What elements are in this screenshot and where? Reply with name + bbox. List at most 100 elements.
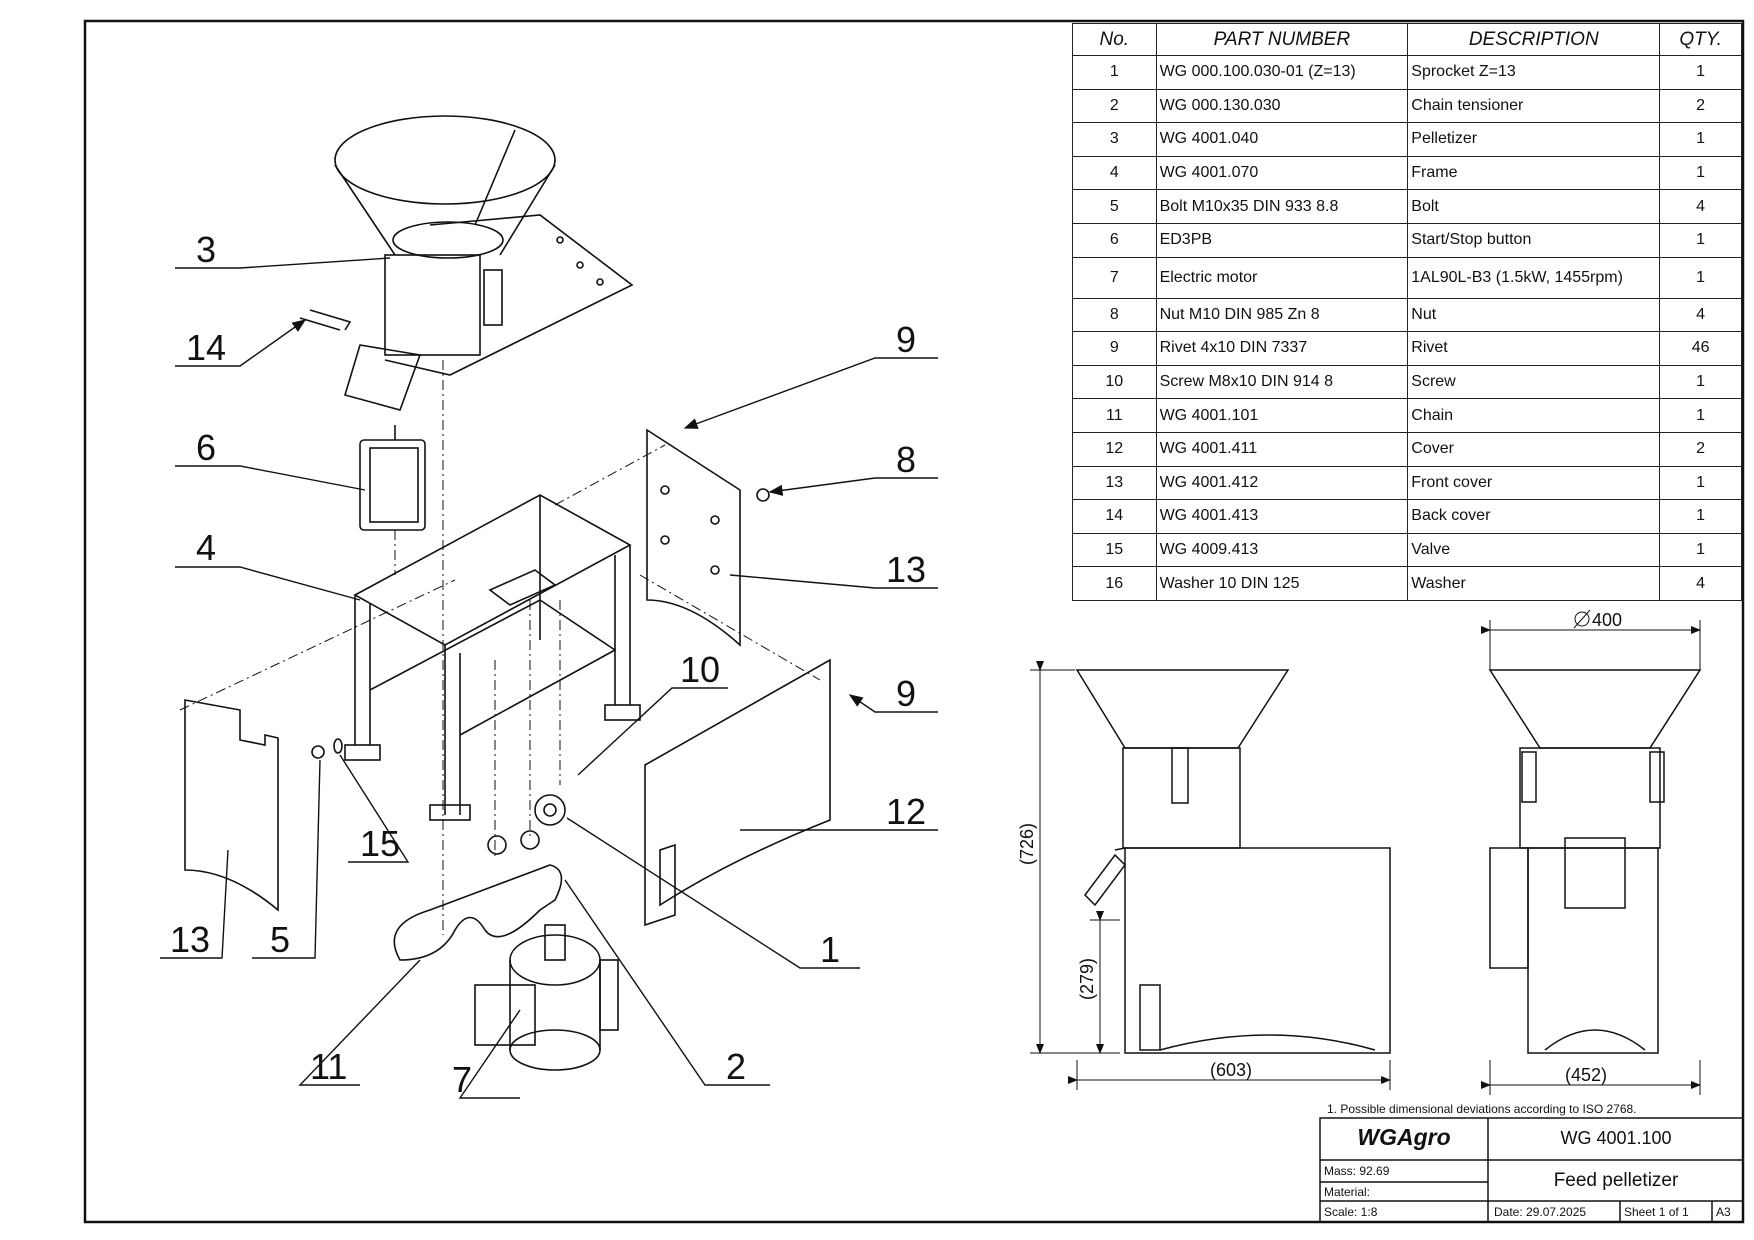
bom-part: WG 4001.101 [1155, 398, 1409, 433]
material-field: Material: [1324, 1185, 1371, 1199]
bom-desc: Nut [1407, 297, 1661, 333]
balloon-9a: 9 [896, 319, 916, 360]
dim-width-front: (452) [1565, 1065, 1607, 1085]
bom-desc: Chain [1407, 398, 1661, 433]
bom-no: 4 [1072, 155, 1157, 191]
date-field: Date: 29.07.2025 [1494, 1205, 1587, 1219]
balloon-1: 1 [820, 929, 840, 970]
bom-desc: Start/Stop button [1407, 222, 1661, 258]
bom-qty: 2 [1659, 88, 1742, 124]
balloon-8: 8 [896, 439, 916, 480]
bom-qty: 1 [1659, 465, 1742, 501]
bom-desc: Bolt [1407, 189, 1661, 224]
balloon-16: 15 [360, 823, 400, 864]
sheet-field: Sheet 1 of 1 [1624, 1205, 1689, 1219]
balloon-10: 10 [680, 649, 720, 690]
bom-no: 2 [1072, 88, 1157, 124]
bom-part: WG 000.130.030 [1155, 88, 1409, 124]
bom-part: WG 4001.412 [1155, 465, 1409, 501]
bom-qty: 1 [1659, 122, 1742, 157]
tolerance-note: 1. Possible dimensional deviations accor… [1327, 1102, 1637, 1116]
bom-qty: 1 [1659, 55, 1742, 90]
bom-part: Nut M10 DIN 985 Zn 8 [1155, 297, 1409, 333]
front-dimensions [1481, 609, 1701, 1095]
mass-field: Mass: 92.69 [1324, 1164, 1390, 1178]
assembly-axes [179, 360, 821, 935]
balloon-6: 6 [196, 427, 216, 468]
bom-desc: Back cover [1407, 499, 1661, 534]
leader-lines [160, 257, 938, 1099]
title-block-frame [1319, 1117, 1744, 1223]
bom-header-desc: DESCRIPTION [1407, 23, 1661, 56]
bom-qty: 1 [1659, 222, 1742, 258]
bom-part: WG 4009.413 [1155, 532, 1409, 568]
bom-part: ED3PB [1155, 222, 1409, 258]
cover-part [644, 658, 831, 927]
bom-part: WG 000.100.030-01 (Z=13) [1155, 55, 1409, 90]
bom-part: Rivet 4x10 DIN 7337 [1155, 331, 1409, 366]
bom-no: 14 [1072, 499, 1157, 534]
balloon-13: 13 [170, 919, 210, 960]
sheet-border [83, 19, 1745, 1224]
bom-desc: Washer [1407, 566, 1661, 601]
bom-desc: Front cover [1407, 465, 1661, 501]
bom-part: Bolt M10x35 DIN 933 8.8 [1155, 189, 1409, 224]
bom-no: 6 [1072, 222, 1157, 258]
balloon-11: 11 [310, 1046, 347, 1087]
dim-diameter: 400 [1592, 610, 1622, 630]
bom-no: 3 [1072, 122, 1157, 157]
balloon-12: 12 [886, 791, 926, 832]
bom-no: 15 [1072, 532, 1157, 568]
bom-header-part: PART NUMBER [1155, 23, 1409, 56]
bom-part: Screw M8x10 DIN 914 8 [1155, 364, 1409, 400]
bom-qty: 4 [1659, 189, 1742, 224]
bom-desc: Rivet [1407, 331, 1661, 366]
bom-qty: 1 [1659, 532, 1742, 568]
bom-qty: 2 [1659, 431, 1742, 467]
bom-desc: Chain tensioner [1407, 88, 1661, 124]
bom-part: Washer 10 DIN 125 [1155, 566, 1409, 601]
bom-qty: 4 [1659, 566, 1742, 601]
bom-part: Electric motor [1155, 256, 1409, 299]
bom-no: 13 [1072, 465, 1157, 501]
balloon-7: 7 [452, 1059, 472, 1100]
chain-part [393, 864, 563, 961]
balloon-3: 3 [196, 229, 216, 270]
balloon-5: 5 [270, 919, 290, 960]
bom-no: 5 [1072, 189, 1157, 224]
frame-part [344, 494, 641, 821]
bom-part: WG 4001.413 [1155, 499, 1409, 534]
dim-height-lower: (279) [1077, 958, 1097, 1000]
bom-no: 1 [1072, 55, 1157, 90]
bom-no: 7 [1072, 256, 1157, 299]
bom-desc: Cover [1407, 431, 1661, 467]
side-view [1075, 669, 1391, 1054]
bom-no: 11 [1072, 398, 1157, 433]
bom-desc: Valve [1407, 532, 1661, 568]
bom-no: 9 [1072, 331, 1157, 366]
bom-qty: 4 [1659, 297, 1742, 333]
bom-part: WG 4001.411 [1155, 431, 1409, 467]
balloon-4: 4 [196, 527, 216, 568]
exploded-view [184, 115, 831, 1071]
company-logo: WGAgro [1357, 1124, 1451, 1150]
bom-desc: Pelletizer [1407, 122, 1661, 157]
dim-height-total: (726) [1017, 823, 1037, 865]
bom-qty: 46 [1659, 331, 1742, 366]
bom-qty: 1 [1659, 398, 1742, 433]
back-cover-part [646, 428, 741, 647]
side-dimensions [1030, 661, 1391, 1090]
bom-qty: 1 [1659, 256, 1742, 299]
front-cover-part [184, 699, 279, 912]
format-field: A3 [1716, 1205, 1731, 1219]
